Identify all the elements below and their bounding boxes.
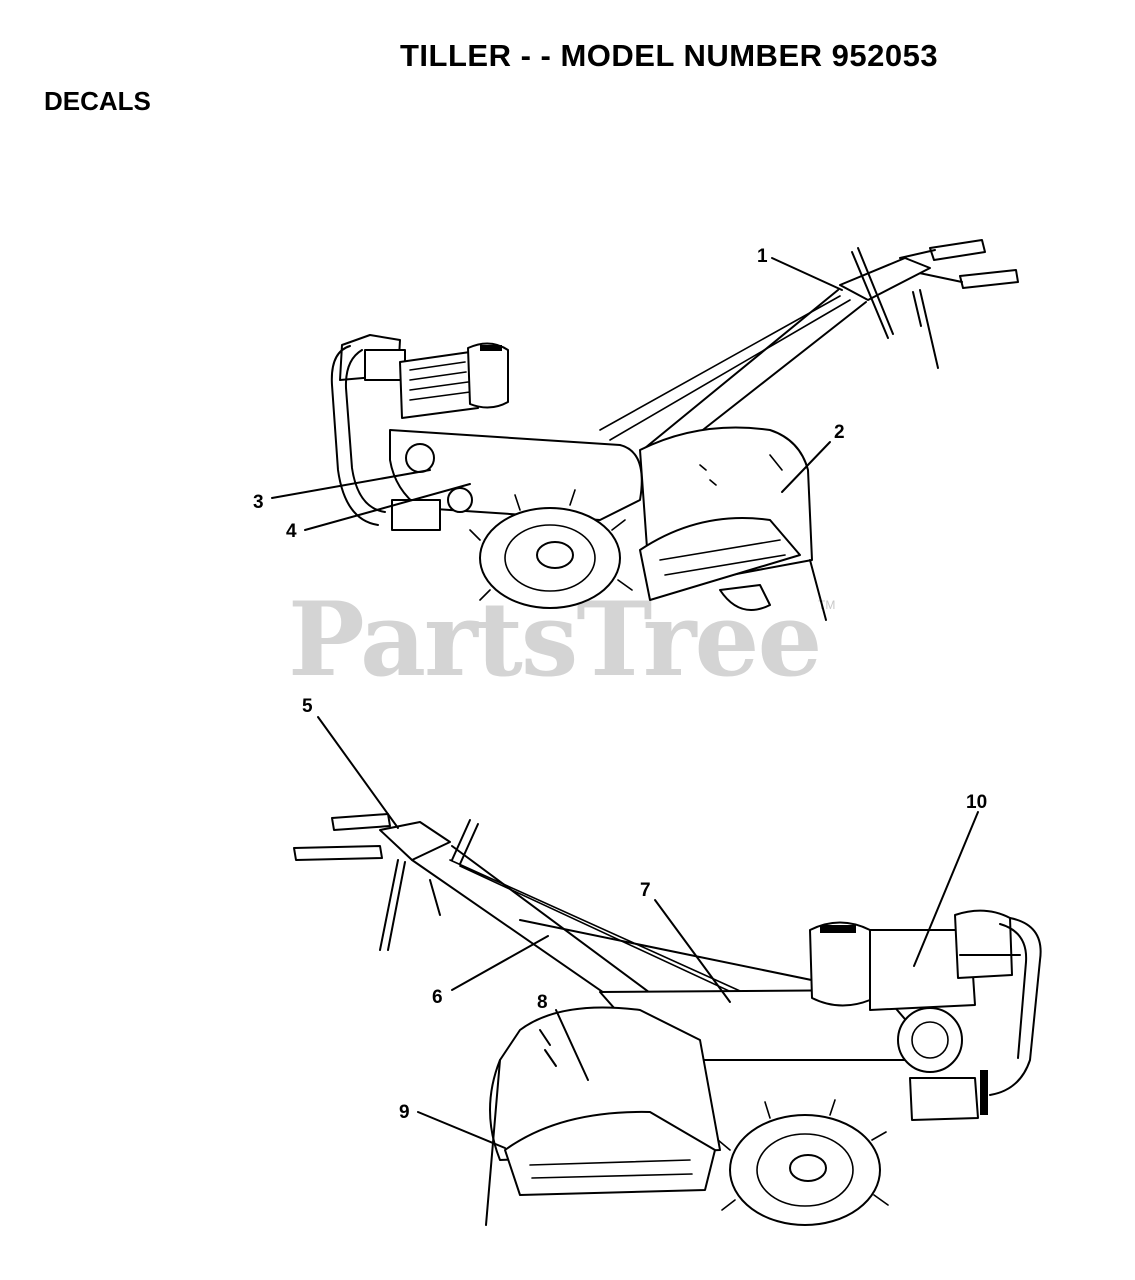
callout-2: 2 bbox=[834, 422, 845, 443]
callout-4: 4 bbox=[286, 521, 297, 542]
tiller-view-top bbox=[330, 239, 1019, 621]
callout-9: 9 bbox=[399, 1102, 410, 1123]
section-title: DECALS bbox=[44, 86, 151, 116]
callout-leaders bbox=[271, 257, 979, 1149]
callout-3: 3 bbox=[253, 492, 264, 513]
callout-1: 1 bbox=[757, 246, 768, 267]
page-title: TILLER - - MODEL NUMBER 952053 bbox=[400, 38, 939, 73]
callout-6: 6 bbox=[432, 987, 443, 1008]
callout-5: 5 bbox=[302, 696, 313, 717]
callout-10: 10 bbox=[966, 792, 987, 813]
tiller-view-bottom bbox=[293, 813, 1042, 1226]
callout-7: 7 bbox=[640, 880, 651, 901]
callout-8: 8 bbox=[537, 992, 548, 1013]
